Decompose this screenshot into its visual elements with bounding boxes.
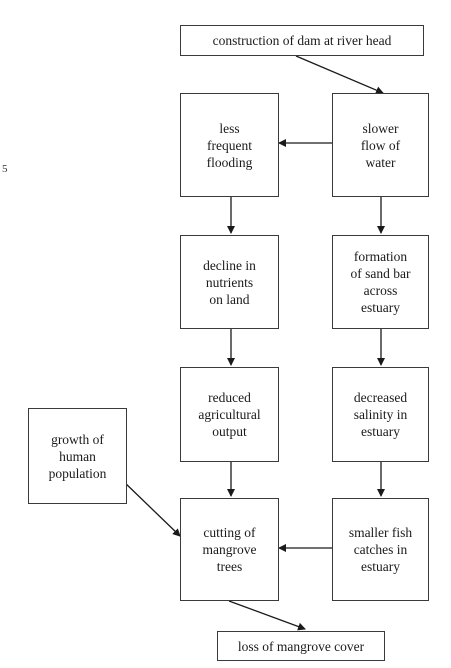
node-cutting-of-mangrove-trees: cutting of mangrove trees (180, 498, 279, 601)
node-reduced-agricultural-output: reduced agricultural output (180, 367, 279, 462)
arrow-human-population-to-cutting-mangrove (121, 479, 181, 537)
node-loss-of-mangrove-cover: loss of mangrove cover (217, 631, 385, 661)
node-label: smaller fish catches in estuary (348, 525, 413, 574)
stray-margin-mark: 5 (2, 163, 8, 175)
node-label: less frequent flooding (206, 120, 253, 170)
node-smaller-fish-catches: smaller fish catches in estuary (332, 498, 429, 601)
node-growth-of-human-population: growth of human population (28, 408, 127, 504)
node-label: reduced agricultural output (198, 390, 261, 439)
node-decline-in-nutrients: decline in nutrients on land (180, 235, 279, 329)
node-label: growth of human population (48, 431, 107, 481)
node-construction-of-dam: construction of dam at river head (180, 25, 424, 56)
node-decreased-salinity: decreased salinity in estuary (332, 367, 429, 462)
node-less-frequent-flooding: less frequent flooding (180, 93, 279, 197)
node-label: loss of mangrove cover (237, 638, 365, 654)
node-label: slower flow of water (360, 120, 401, 170)
node-label: cutting of mangrove trees (202, 525, 257, 574)
node-formation-of-sand-bar: formation of sand bar across estuary (332, 235, 429, 329)
node-label: formation of sand bar across estuary (350, 249, 411, 315)
node-label: construction of dam at river head (212, 33, 392, 48)
arrow-dam-to-slower-flow (295, 55, 384, 94)
node-slower-flow-of-water: slower flow of water (332, 93, 429, 197)
node-label: decline in nutrients on land (203, 257, 256, 307)
node-label: decreased salinity in estuary (353, 390, 408, 439)
arrow-cutting-mangrove-to-loss-mangrove (228, 600, 306, 631)
